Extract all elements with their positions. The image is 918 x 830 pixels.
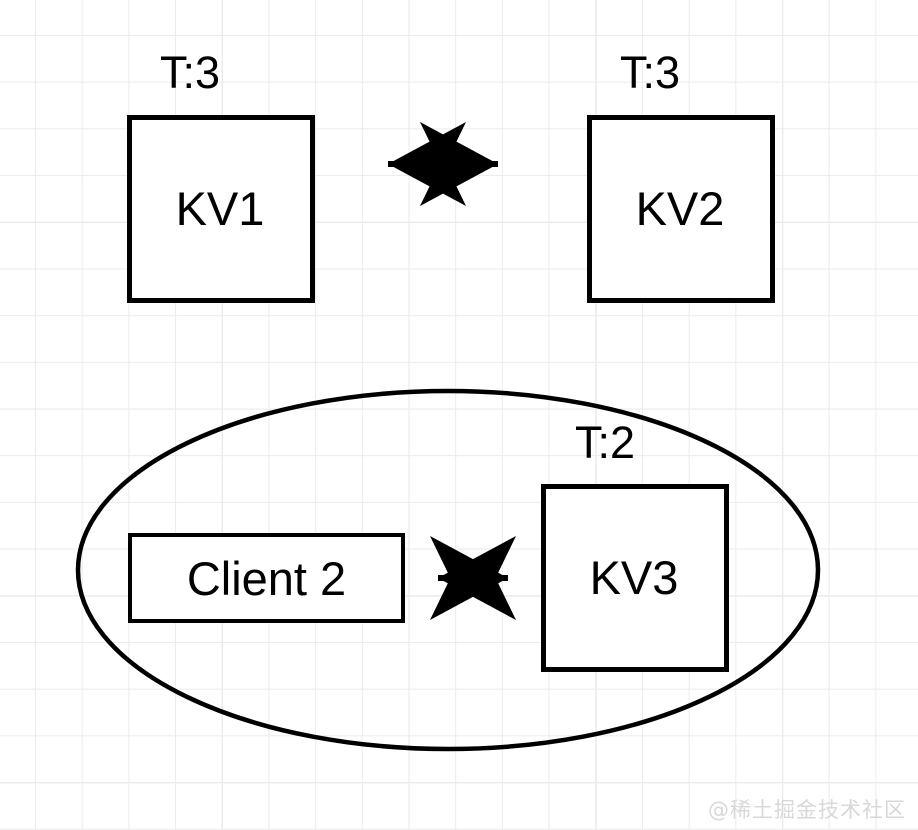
tag-label-kv1: T:3 <box>160 47 221 98</box>
tag-label-kv3: T:2 <box>575 417 636 468</box>
watermark-text: @稀土掘金技术社区 <box>708 798 906 822</box>
node-label-kv2: KV2 <box>635 182 725 235</box>
node-rect-kv1[interactable] <box>127 115 315 303</box>
node-rect-client2[interactable] <box>128 533 405 623</box>
node-label-kv3: KV3 <box>589 551 679 604</box>
tag-label-kv2: T:3 <box>620 47 681 98</box>
node-rect-kv3[interactable] <box>541 484 729 672</box>
node-rect-kv2[interactable] <box>587 115 775 303</box>
node-label-kv1: KV1 <box>175 182 265 235</box>
node-label-client2: Client 2 <box>186 552 347 605</box>
group-ellipse-partition <box>75 388 821 752</box>
